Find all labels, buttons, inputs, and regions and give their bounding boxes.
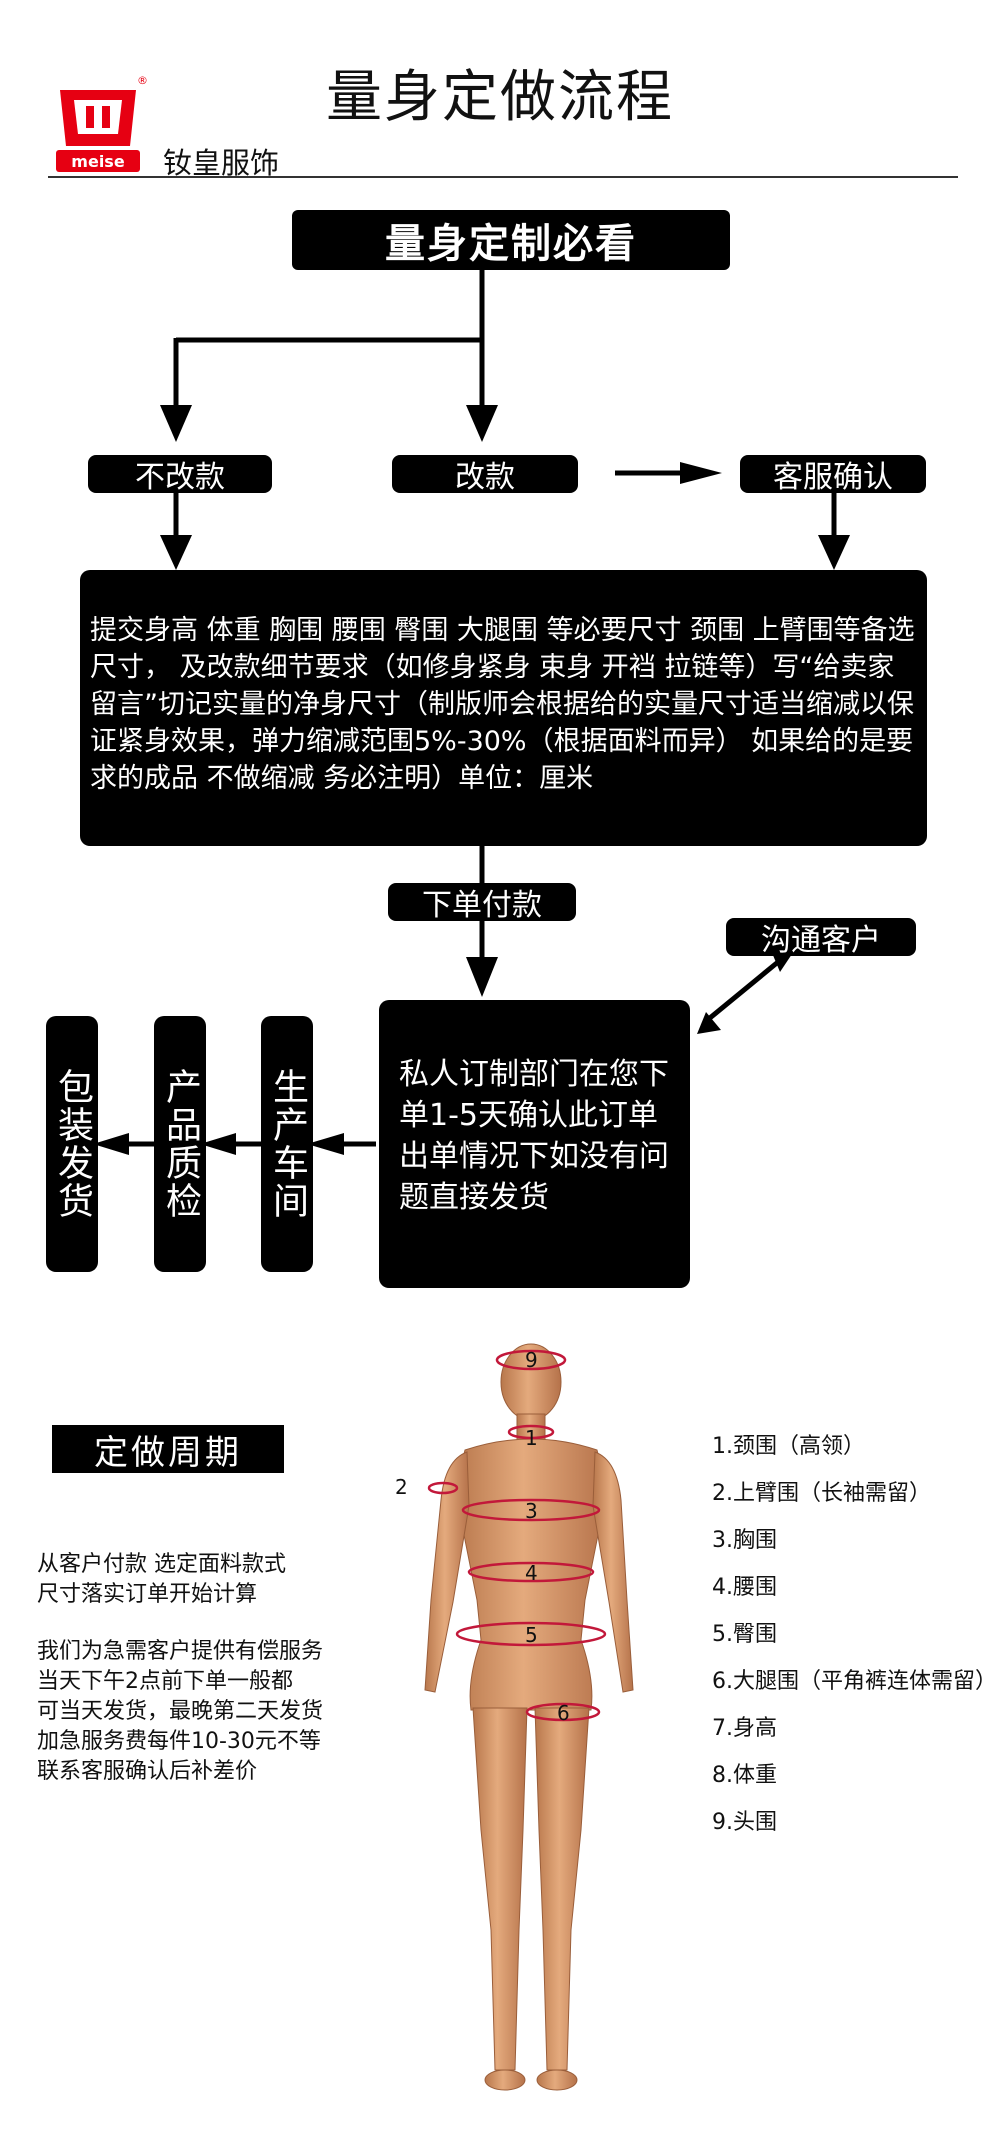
figure-num-4: 4	[525, 1561, 538, 1585]
order-payment-step: 下单付款	[388, 883, 576, 923]
cycle-line: 加急服务费每件10-30元不等	[37, 1729, 321, 1754]
measurement-item: 3.胸围	[712, 1528, 777, 1553]
measurement-item: 5.臀围	[712, 1622, 777, 1647]
brand-name: 钕皇服饰	[163, 146, 280, 180]
mannequin-figure: 9 1 2 3 4 5 6	[395, 1310, 705, 2137]
cycle-paragraph-1: 从客户付款 选定面料款式 尺寸落实订单开始计算	[37, 1550, 286, 1610]
customer-service-confirm: 客服确认	[740, 455, 926, 495]
figure-num-2: 2	[395, 1475, 408, 1499]
no-change-option: 不改款	[88, 455, 272, 495]
measurement-item: 4.腰围	[712, 1575, 777, 1600]
cycle-line: 联系客服确认后补差价	[37, 1759, 258, 1784]
quality-check-step: 产品质检	[154, 1016, 206, 1272]
private-custom-dept-box: 私人订制部门在您下单1-5天确认此订单出单情况下如没有问题直接发货	[379, 1000, 690, 1288]
cycle-paragraph-2: 我们为急需客户提供有偿服务 当天下午2点前下单一般都 可当天发货，最晚第二天发货…	[37, 1637, 323, 1787]
cycle-line: 当天下午2点前下单一般都	[37, 1669, 293, 1694]
figure-num-9: 9	[525, 1348, 538, 1372]
figure-num-5: 5	[525, 1623, 538, 1647]
figure-num-3: 3	[525, 1499, 538, 1523]
custom-cycle-title: 定做周期	[52, 1425, 284, 1473]
cycle-line: 我们为急需客户提供有偿服务	[37, 1639, 324, 1664]
production-workshop-step: 生产车间	[261, 1016, 313, 1272]
measurement-item: 9.头围	[712, 1810, 777, 1835]
logo-text: meise	[71, 152, 125, 171]
measurement-list: 1.颈围（高领） 2.上臂围（长袖需留） 3.胸围 4.腰围 5.臀围 6.大腿…	[712, 1432, 997, 1855]
figure-num-1: 1	[525, 1426, 538, 1450]
measurement-item: 7.身高	[712, 1716, 777, 1741]
page-title: 量身定做流程	[326, 65, 674, 130]
pack-ship-step: 包装发货	[46, 1016, 98, 1272]
measurement-item: 1.颈围（高领）	[712, 1434, 865, 1459]
measurement-item: 2.上臂围（长袖需留）	[712, 1481, 931, 1506]
measurement-item: 6.大腿围（平角裤连体需留）	[712, 1669, 997, 1694]
contact-customer-step: 沟通客户	[726, 918, 916, 958]
header-divider	[48, 176, 958, 178]
logo-registered-mark: ®	[137, 74, 148, 87]
measurement-item: 8.体重	[712, 1763, 777, 1788]
cycle-line: 尺寸落实订单开始计算	[37, 1582, 258, 1607]
brand-logo: meise ®	[48, 72, 148, 182]
main-title-box: 量身定制必看	[292, 210, 730, 270]
cycle-line: 从客户付款 选定面料款式	[37, 1552, 286, 1577]
figure-num-6: 6	[557, 1701, 570, 1725]
change-option: 改款	[392, 455, 578, 495]
instructions-box: 提交身高 体重 胸围 腰围 臀围 大腿围 等必要尺寸 颈围 上臂围等备选尺寸， …	[80, 570, 927, 846]
cycle-line: 可当天发货，最晚第二天发货	[37, 1699, 324, 1724]
